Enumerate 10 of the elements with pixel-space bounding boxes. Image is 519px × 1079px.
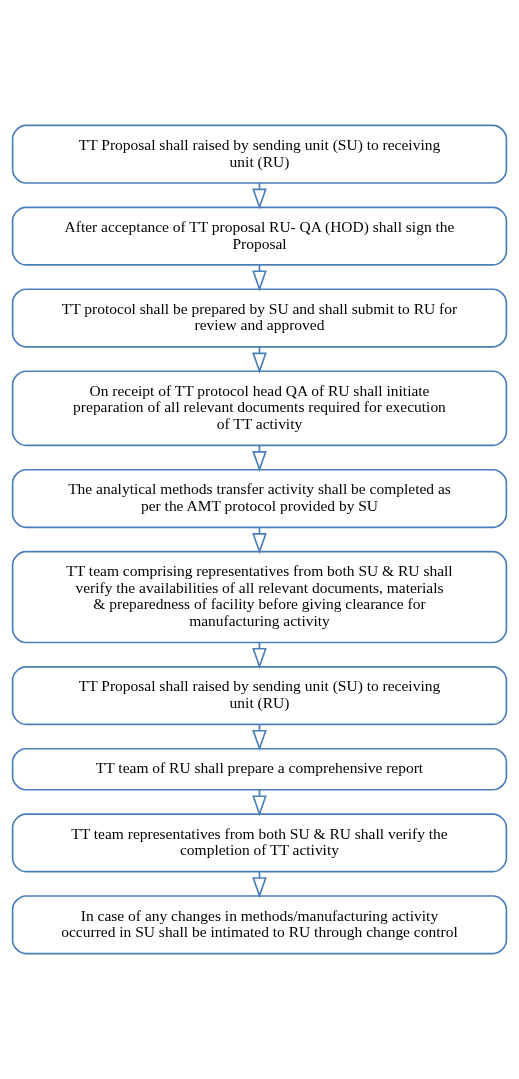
node-box: On receipt of TT protocol head QA of RU shall initiate preparation of all relevant documents required for execution of TT activity <box>11 370 508 447</box>
node-box: TT team representatives from both SU & RU shall verify the completion of TT activity <box>11 813 508 873</box>
node-box: TT team of RU shall prepare a comprehensive report <box>11 747 508 791</box>
node-box: TT Proposal shall raised by sending unit (SU) to receiving unit (RU) <box>11 666 508 726</box>
node-box: TT team comprising representatives from both SU & RU shall verify the availabilities of all relevant documents, materials & preparedness of facility before giving clearance for manufacturing activity <box>11 550 508 644</box>
node-box: TT protocol shall be prepared by SU and shall submit to RU for review and approved <box>11 288 508 348</box>
node-box: In case of any changes in methods/manufacturing activity occurred in SU shall be intimated to RU through change control <box>11 895 508 955</box>
node-box: The analytical methods transfer activity shall be completed as per the AMT protocol provided by SU <box>11 468 508 529</box>
node-box: TT Proposal shall raised by sending unit (SU) to receiving unit (RU) <box>11 124 508 184</box>
node-box: After acceptance of TT proposal RU- QA (HOD) shall sign the Proposal <box>11 206 508 266</box>
